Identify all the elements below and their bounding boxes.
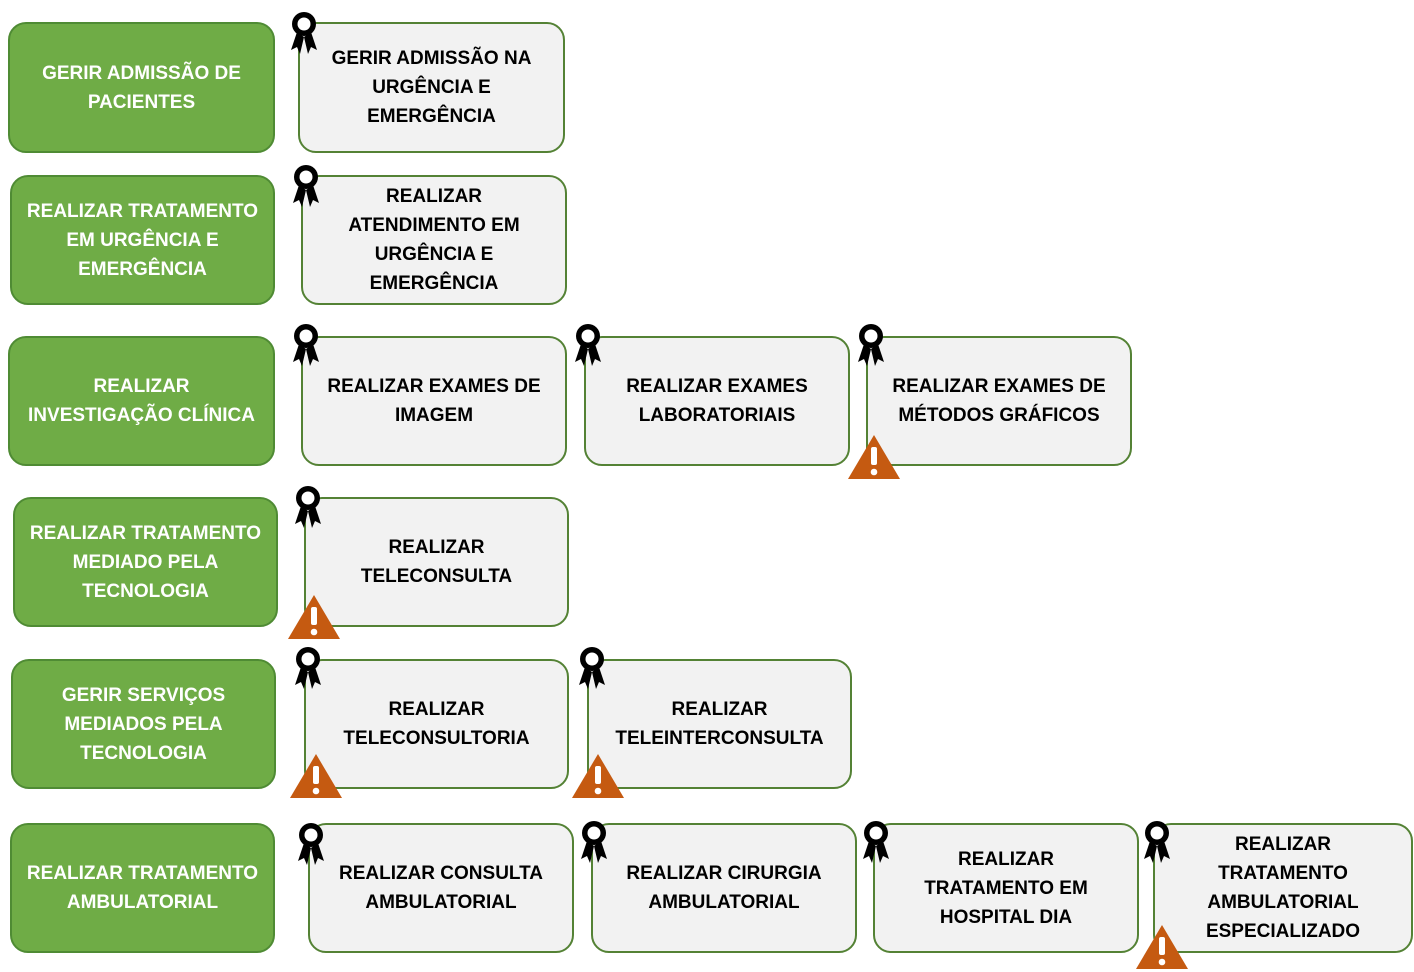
award-ribbon-icon xyxy=(298,823,324,865)
subprocess-label: REALIZAR TELECONSULTORIA xyxy=(343,699,530,749)
subprocess-box: REALIZAR TELECONSULTA xyxy=(304,497,569,627)
subprocess-label: REALIZAR EXAMES DE IMAGEM xyxy=(327,376,541,426)
subprocess-box: REALIZAR EXAMES DE MÉTODOS GRÁFICOS xyxy=(866,336,1132,466)
award-ribbon-icon xyxy=(293,165,319,207)
subprocess-box: REALIZAR ATENDIMENTO EM URGÊNCIA E EMERG… xyxy=(301,175,567,305)
subprocess-label: REALIZAR CONSULTA AMBULATORIAL xyxy=(338,863,544,913)
process-label: GERIR SERVIÇOS MEDIADOS PELA TECNOLOGIA xyxy=(61,684,226,764)
process-box: REALIZAR INVESTIGAÇÃO CLÍNICA xyxy=(8,336,275,466)
subprocess-label: REALIZAR TELEINTERCONSULTA xyxy=(615,699,824,749)
process-label: REALIZAR TRATAMENTO EM URGÊNCIA E EMERGÊ… xyxy=(26,200,259,280)
warning-triangle-icon xyxy=(848,435,900,479)
subprocess-box: REALIZAR TELEINTERCONSULTA xyxy=(587,659,852,789)
subprocess-label: REALIZAR ATENDIMENTO EM URGÊNCIA E EMERG… xyxy=(348,186,520,294)
award-ribbon-icon xyxy=(863,821,889,863)
process-box: REALIZAR TRATAMENTO MEDIADO PELA TECNOLO… xyxy=(13,497,278,627)
award-ribbon-icon xyxy=(293,324,319,366)
subprocess-label: REALIZAR TRATAMENTO AMBULATORIAL ESPECIA… xyxy=(1205,834,1361,942)
award-ribbon-icon xyxy=(581,821,607,863)
award-ribbon-icon xyxy=(295,647,321,689)
subprocess-label: REALIZAR EXAMES DE MÉTODOS GRÁFICOS xyxy=(892,376,1106,426)
subprocess-label: REALIZAR TRATAMENTO EM HOSPITAL DIA xyxy=(924,848,1088,928)
warning-triangle-icon xyxy=(288,595,340,639)
award-ribbon-icon xyxy=(575,324,601,366)
award-ribbon-icon xyxy=(858,324,884,366)
subprocess-box: REALIZAR CIRURGIA AMBULATORIAL xyxy=(591,823,857,953)
subprocess-label: GERIR ADMISSÃO NA URGÊNCIA E EMERGÊNCIA xyxy=(331,48,532,127)
award-ribbon-icon xyxy=(291,12,317,54)
subprocess-box: REALIZAR EXAMES DE IMAGEM xyxy=(301,336,567,466)
subprocess-label: REALIZAR TELECONSULTA xyxy=(360,537,513,587)
subprocess-box: REALIZAR TRATAMENTO EM HOSPITAL DIA xyxy=(873,823,1139,953)
subprocess-box: GERIR ADMISSÃO NA URGÊNCIA E EMERGÊNCIA xyxy=(298,22,565,153)
award-ribbon-icon xyxy=(295,486,321,528)
warning-triangle-icon xyxy=(1136,925,1188,969)
process-box: GERIR ADMISSÃO DE PACIENTES xyxy=(8,22,275,153)
warning-triangle-icon xyxy=(290,754,342,798)
award-ribbon-icon xyxy=(1144,821,1170,863)
process-box: GERIR SERVIÇOS MEDIADOS PELA TECNOLOGIA xyxy=(11,659,276,789)
process-label: REALIZAR TRATAMENTO AMBULATORIAL xyxy=(26,863,259,913)
subprocess-label: REALIZAR CIRURGIA AMBULATORIAL xyxy=(626,863,822,913)
subprocess-box: REALIZAR CONSULTA AMBULATORIAL xyxy=(308,823,574,953)
subprocess-box: REALIZAR TRATAMENTO AMBULATORIAL ESPECIA… xyxy=(1153,823,1413,953)
process-label: REALIZAR TRATAMENTO MEDIADO PELA TECNOLO… xyxy=(29,522,262,602)
process-box: REALIZAR TRATAMENTO AMBULATORIAL xyxy=(10,823,275,953)
process-label: GERIR ADMISSÃO DE PACIENTES xyxy=(42,62,241,113)
process-box: REALIZAR TRATAMENTO EM URGÊNCIA E EMERGÊ… xyxy=(10,175,275,305)
subprocess-label: REALIZAR EXAMES LABORATORIAIS xyxy=(626,376,808,426)
process-label: REALIZAR INVESTIGAÇÃO CLÍNICA xyxy=(28,376,255,426)
subprocess-box: REALIZAR EXAMES LABORATORIAIS xyxy=(584,336,850,466)
award-ribbon-icon xyxy=(579,647,605,689)
subprocess-box: REALIZAR TELECONSULTORIA xyxy=(304,659,569,789)
warning-triangle-icon xyxy=(572,754,624,798)
